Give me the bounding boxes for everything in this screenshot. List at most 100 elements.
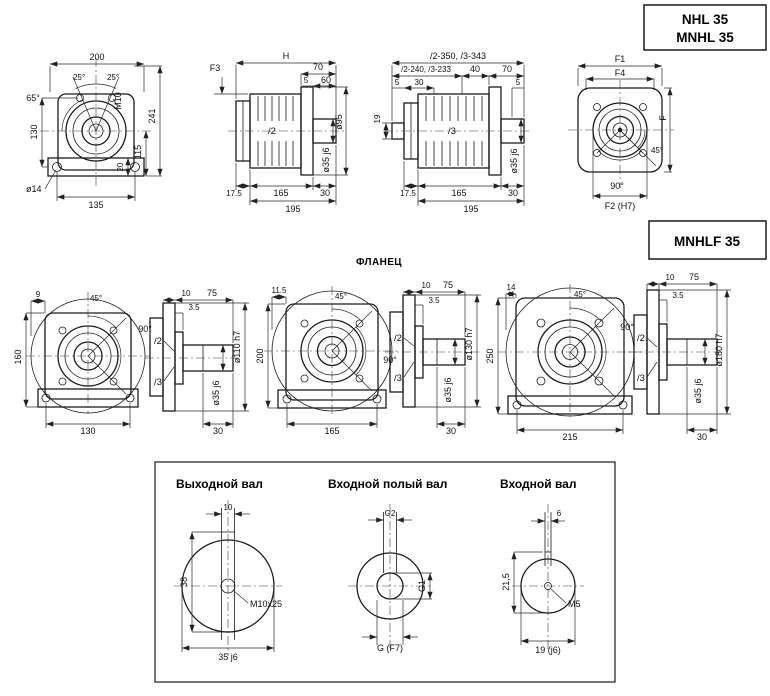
dim-10: 10 [666, 273, 675, 282]
dim-width: 165 [324, 426, 339, 436]
dim-shaft-dia: ø35 j6 [321, 147, 331, 172]
output-shaft-drawing: 10 38 M10x25 35 j6 [174, 500, 282, 662]
flange-180-view: 45° 90° 14 250 215 /2 /3 10 75 3.5 ø180 … [485, 272, 731, 442]
dim-total-length: /2-350, /3-343 [430, 51, 486, 61]
flange-face-view: 45° 90° F1 F4 F F2 (H7) [568, 54, 674, 211]
dim-angle-45: 45° [574, 290, 586, 299]
input-shaft-title: Входной вал [500, 477, 576, 491]
model-mnhl: MNHL 35 [676, 30, 734, 45]
dim-height-total: 241 [147, 108, 157, 123]
model-title-box-flange: MNHLF 35 [648, 220, 767, 260]
dim-flange-dia: ø130 h7 [464, 327, 474, 360]
model-mnhlf: MNHLF 35 [674, 234, 740, 249]
model-title-box: NHL 35 MNHL 35 [643, 4, 767, 51]
dim-diameter: 19 (j6) [535, 645, 561, 655]
flange-110-view: 45° 90° 9 160 130 /2 /3 10 75 3.5 ø110 h… [13, 288, 249, 436]
dim-angle-right: 25° [107, 73, 119, 82]
dim-thread: M10 [113, 92, 123, 110]
dim-angle-90: 90° [620, 322, 634, 332]
dim-shaft-dia: ø35 j6 [443, 377, 453, 402]
dim-width-top: 200 [89, 52, 104, 62]
dim-key-depth: 38 [179, 577, 189, 587]
dim-165: 165 [451, 188, 466, 198]
dim-height: 160 [13, 349, 23, 364]
dim-shaft-dia: ø35 j6 [211, 380, 221, 405]
label-i2: /2 [154, 336, 162, 347]
dim-bore-height: G1 [417, 580, 427, 592]
shaft-box-frame [154, 461, 616, 683]
dim-5-left: 5 [395, 78, 400, 87]
label-i3: /3 [394, 373, 402, 384]
dim-flange-dia: ø180 h7 [714, 333, 724, 366]
dim-30: 30 [508, 188, 518, 198]
hollow-input-shaft-title: Входной полый вал [328, 477, 447, 491]
label-i2: /2 [394, 333, 402, 344]
dim-5-right: 5 [516, 78, 521, 87]
dim-70: 70 [502, 64, 512, 74]
dim-f1: F1 [615, 54, 626, 64]
dim-195: 195 [285, 204, 300, 214]
dim-diameter: 35 j6 [218, 652, 238, 662]
dim-partial-length: /2-240, /3-233 [401, 65, 451, 74]
dim-foot-span: 135 [88, 200, 103, 210]
hollow-input-shaft-drawing: G2 G1 G (F7) [348, 504, 433, 653]
dim-75: 75 [443, 280, 453, 290]
input-shaft-drawing: 6 21,5 M5 19 (j6) [501, 504, 584, 655]
dim-foot-hole: ø14 [26, 184, 42, 194]
dim-bore-width: G2 [385, 509, 396, 518]
side-view-i2: /2 H F3 70 5 60 ø95 ø35 j6 17.5 165 30 1… [210, 51, 349, 214]
title-box-frame-2 [648, 220, 767, 260]
dim-height: 250 [485, 348, 495, 363]
front-view: 200 25° 25° 65° M10 130 241 115 20 ø14 1… [26, 52, 163, 210]
dim-3-5: 3.5 [672, 291, 684, 300]
dim-5: 5 [304, 76, 309, 85]
flange-section-label: ФЛАНЕЦ [356, 257, 402, 268]
dim-3-5: 3.5 [428, 296, 440, 305]
dim-key-width: 6 [557, 509, 562, 518]
dim-angle-left: 25° [73, 73, 85, 82]
output-shaft-title: Выходной вал [176, 477, 263, 491]
dim-height-center: 115 [133, 145, 143, 159]
dim-40: 40 [470, 64, 480, 74]
dim-70: 70 [313, 62, 323, 72]
dim-30: 30 [446, 426, 456, 436]
dim-3-5: 3.5 [188, 303, 200, 312]
title-box-frame [643, 4, 767, 51]
dim-offset: 9 [36, 290, 41, 299]
dim-angle-45: 45° [651, 146, 663, 155]
dim-key-depth: 21,5 [501, 573, 511, 591]
dim-60: 60 [321, 75, 331, 85]
dim-10: 10 [422, 281, 431, 290]
dim-flange-dia: ø110 h7 [232, 331, 242, 363]
dim-offset: 11.5 [272, 286, 288, 295]
dim-30: 30 [213, 426, 223, 436]
dim-thread: M5 [568, 599, 581, 609]
dim-165: 165 [273, 188, 288, 198]
flange-130-view: 45° 90° 11.5 200 165 /2 /3 10 75 3.5 ø13… [255, 280, 481, 436]
dim-bore-dia: G (F7) [377, 643, 403, 653]
dim-shaft-dia: ø35 j6 [509, 148, 519, 173]
dim-angle-90: 90° [610, 181, 624, 191]
dim-f: F [658, 115, 668, 121]
dim-total-length: H [283, 51, 290, 61]
dim-foot-height: 20 [116, 162, 125, 171]
dim-shaft-dia: ø35 j6 [693, 378, 703, 403]
dim-angle-45: 45° [90, 294, 102, 303]
dim-10: 10 [182, 289, 191, 298]
label-i3: /3 [637, 373, 645, 384]
dim-195: 195 [463, 204, 478, 214]
dim-30-top: 30 [415, 78, 424, 87]
dim-75: 75 [689, 272, 699, 282]
dim-spigot: F2 (H7) [605, 201, 636, 211]
dim-thread: M10x25 [250, 599, 282, 609]
dim-30: 30 [320, 188, 330, 198]
dim-width: 215 [562, 432, 577, 442]
dim-f4: F4 [615, 68, 626, 78]
label-i2: /2 [637, 333, 645, 344]
body-variant-label: /3 [448, 126, 456, 137]
dim-width: 130 [80, 426, 95, 436]
dim-17-5: 17.5 [226, 189, 242, 198]
dim-angle-90: 90° [138, 324, 152, 334]
